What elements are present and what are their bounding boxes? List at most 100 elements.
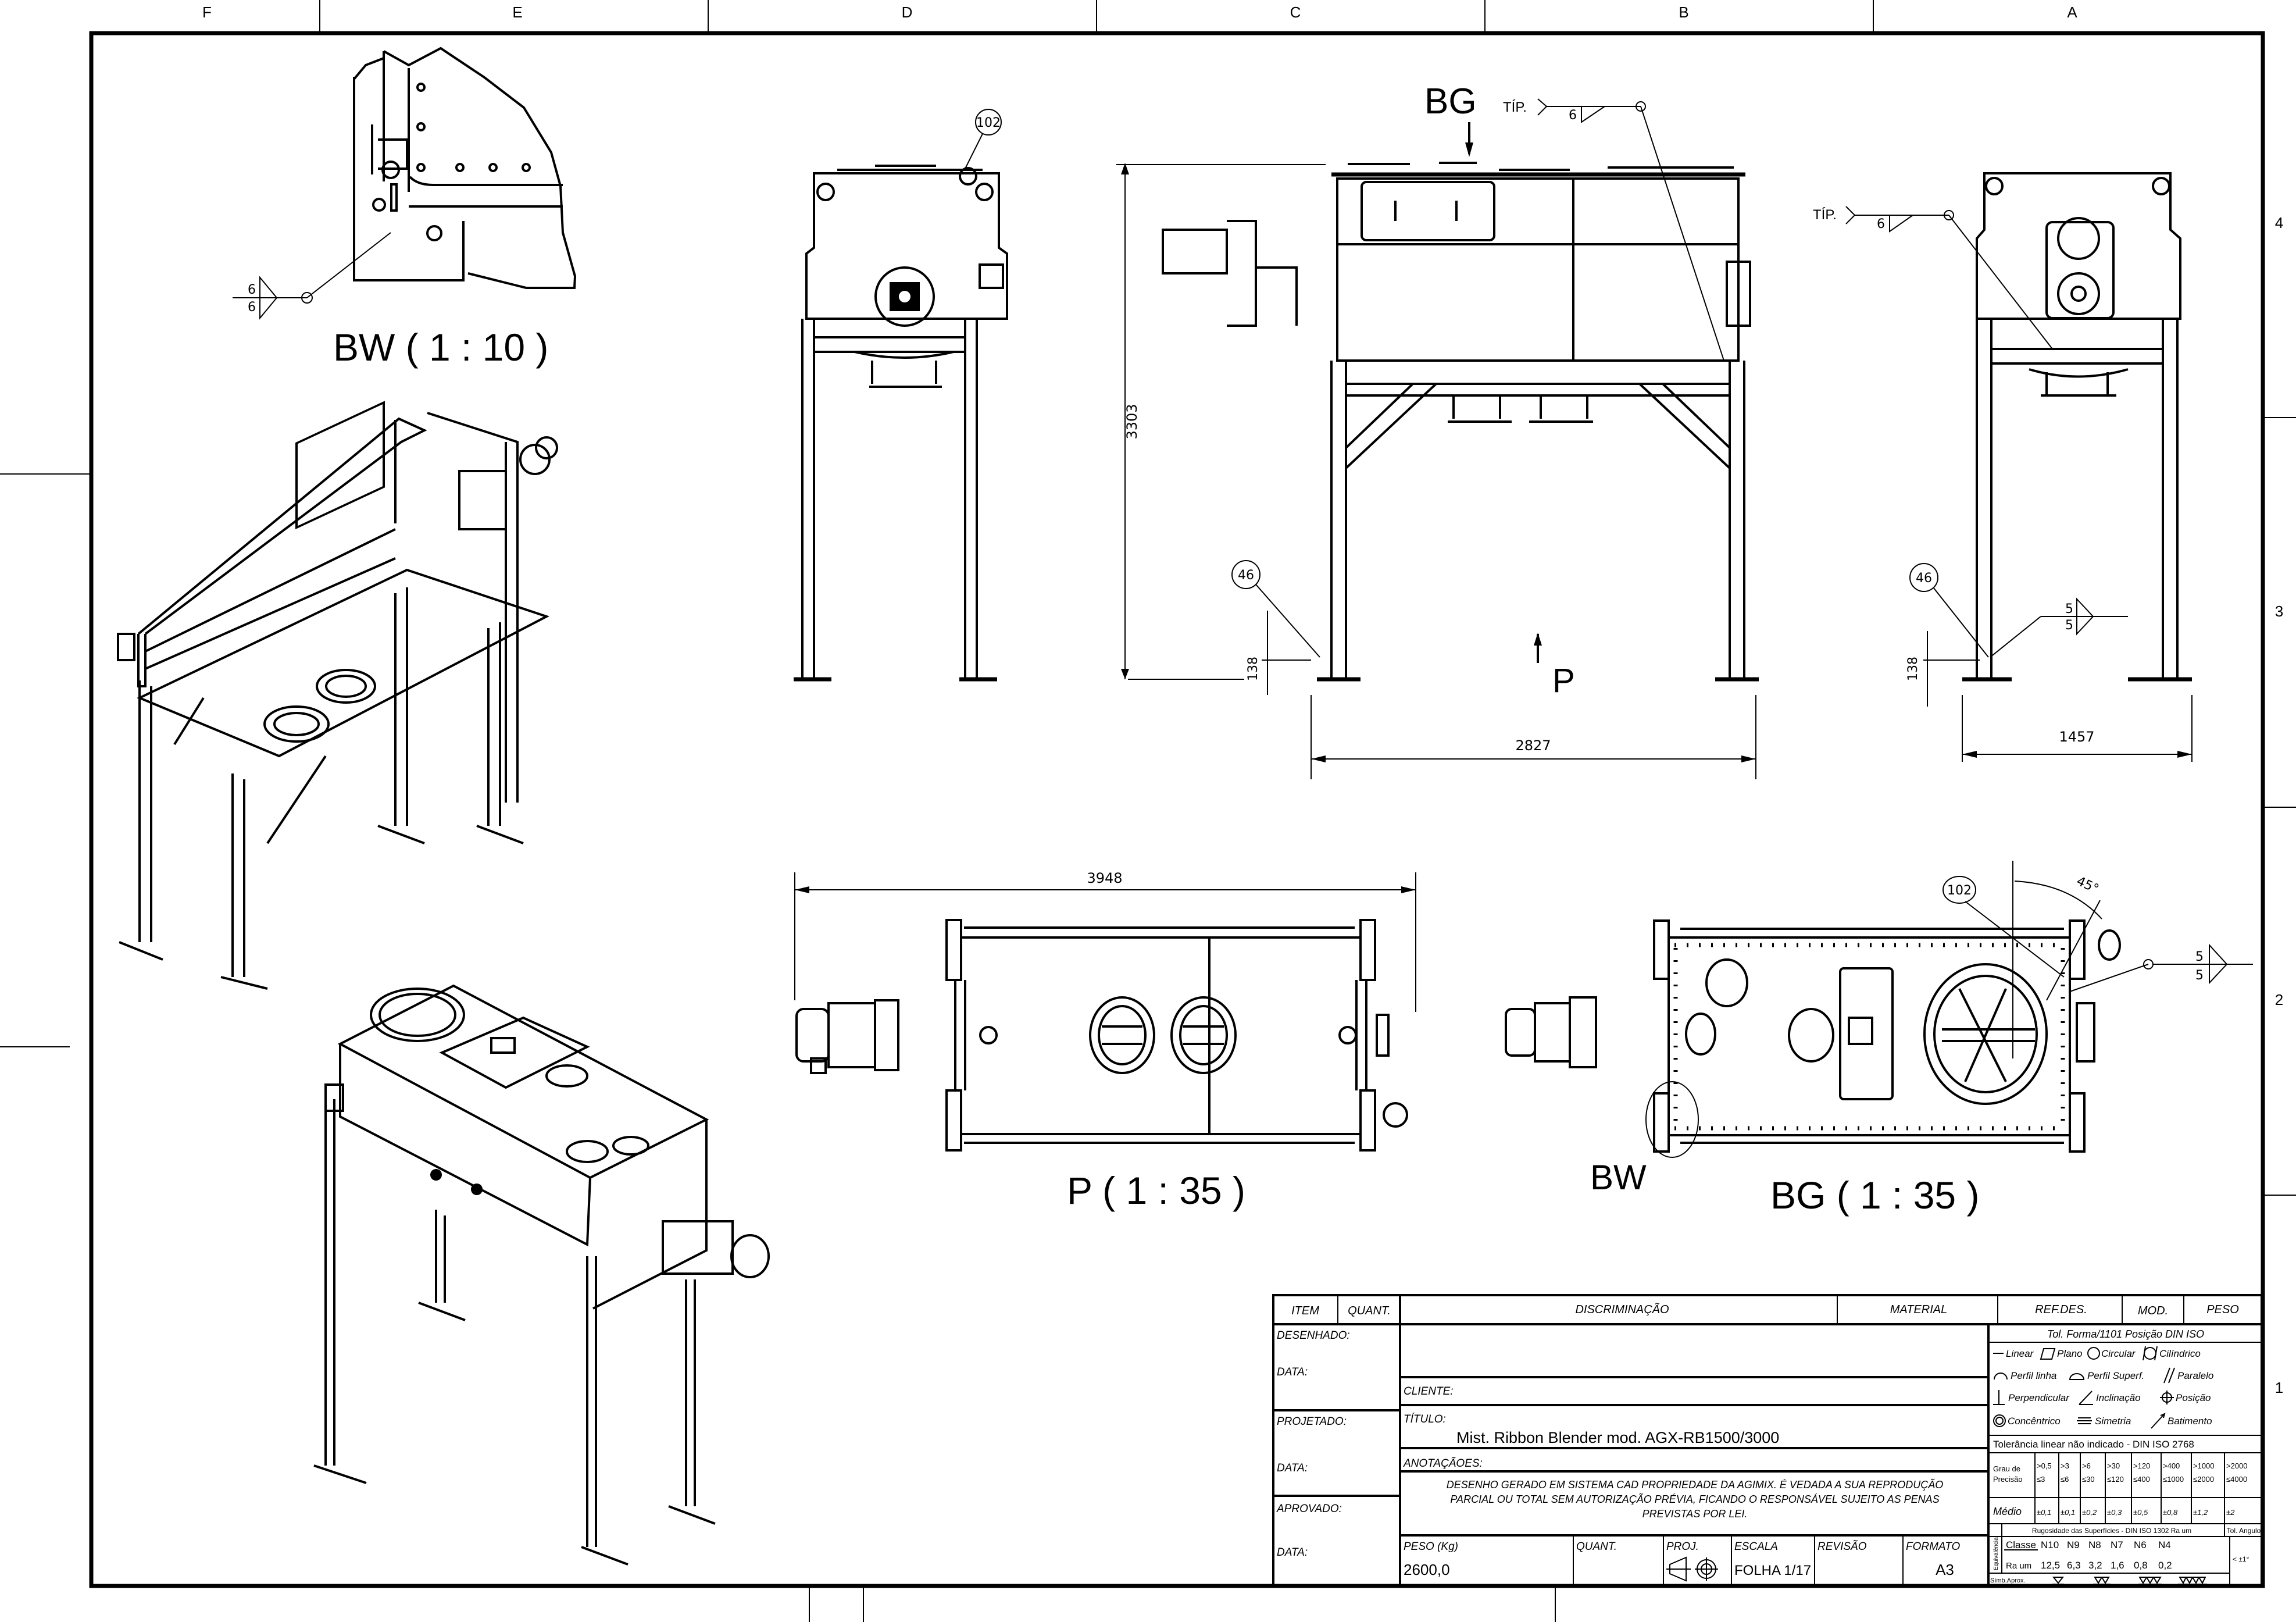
tol-sym-posicao: Posição [2176,1392,2211,1403]
front-width-dim: 2827 [1515,737,1551,754]
header-discriminacao: DISCRIMINAÇÃO [1575,1302,1669,1316]
classe-label: Classe [2006,1539,2036,1550]
right-weld-prefix: TÍP. [1813,207,1837,223]
precision-range-min: >1000 [2193,1461,2215,1470]
label-escala: ESCALA [1734,1541,1778,1553]
plan-view-bg: BW 102 45° 5 5 BG ( 1 : 35 ) [1505,861,2253,1217]
medio-value: ±0,3 [2107,1508,2122,1517]
isometric-view-bottom [117,401,558,990]
bg-detail-marker-bw: BW [1590,1158,1647,1197]
plan-view-p: 3948 P ( 1 : 35 ) [794,870,1416,1212]
plan-p-label: P ( 1 : 35 ) [1067,1169,1245,1212]
ra-label: Ra um [2006,1561,2031,1571]
precision-range-min: >30 [2107,1461,2120,1470]
zone-label-f: F [202,3,212,21]
zone-label-2: 2 [2275,991,2283,1008]
label-formato: FORMATO [1906,1541,1960,1553]
tol-sym-linear: Linear [2006,1348,2034,1359]
zone-label-b: B [1679,3,1688,21]
right-weld2-bottom: 5 [2065,618,2073,633]
medio-value: ±0,2 [2082,1508,2097,1517]
front-height-dim: 3303 [1124,404,1140,439]
precision-table: Grau de Precisão >0,5≤3>3≤6>6≤30>30≤120>… [1988,1453,2263,1524]
sheet-border [89,31,2265,1588]
bg-bolt-pattern [1673,943,2065,1131]
precision-range-max: ≤1000 [2163,1475,2184,1484]
precision-range-max: ≤4000 [2226,1475,2247,1484]
roughness-class: N10 [2041,1539,2059,1550]
precision-range-min: >0,5 [2037,1461,2052,1470]
roughness-ra-value: 12,5 [2041,1560,2060,1571]
equiv-label: Equivalência [1993,1537,1999,1570]
surface-symbols-icon [2052,1577,2207,1585]
zone-label-c: C [1290,3,1301,21]
tol-symbols-grid: Linear Plano Circular Cilíndrico Perfil … [1993,1346,2213,1429]
zone-label-d: D [902,3,913,21]
formato-value: A3 [1936,1561,1954,1578]
header-ref-des: REF.DES. [2035,1303,2087,1316]
medio-value: ±0,8 [2163,1508,2178,1517]
tol-sym-plano: Plano [2057,1348,2082,1359]
angle-title: Tol. Angulo [2227,1527,2261,1535]
bg-weld-top: 5 [2195,950,2204,964]
detail-view-bw: 6 6 BW ( 1 : 10 ) [233,47,577,369]
roughness-ra-value: 1,6 [2111,1560,2124,1571]
plan-bg-label: BG ( 1 : 35 ) [1770,1174,1979,1217]
header-quant: QUANT. [1348,1304,1391,1317]
front-balloon-46: 46 [1238,568,1254,583]
roughness-class: N9 [2067,1539,2080,1550]
right-weld-size: 6 [1877,217,1885,231]
zone-label-e: E [512,3,522,21]
bg-weld-bottom: 5 [2195,968,2204,983]
projection-symbol-icon [1666,1556,1718,1582]
perpendicular-icon [1993,1390,2005,1405]
tol-sym-circular: Circular [2101,1348,2136,1359]
precision-range-min: >120 [2133,1461,2150,1470]
tol-sym-simetria: Simetria [2095,1416,2131,1427]
label-cliente: CLIENTE: [1404,1385,1454,1398]
circular-icon [2087,1347,2100,1360]
angle-value: < ±1° [2233,1555,2249,1563]
tol-sym-inclinacao: Inclinação [2096,1392,2141,1403]
header-peso: PESO [2206,1303,2239,1316]
batimento-icon [2151,1413,2166,1429]
notice-line-3: PREVISTAS POR LEI. [1642,1508,1748,1520]
view-marker-p: P [1552,662,1575,700]
zone-label-4: 4 [2275,214,2283,231]
precision-range-min: >400 [2163,1461,2180,1470]
roughness-class: N8 [2088,1539,2101,1550]
view-marker-bg: BG [1424,81,1477,122]
plano-icon [2040,1348,2056,1360]
label-peso: PESO (Kg) [1404,1541,1458,1553]
side-view-left: 102 [794,109,1008,682]
right-width-dim: 1457 [2059,729,2094,745]
medio-value: ±0,1 [2061,1508,2075,1517]
tol-sym-batimento: Batimento [2168,1416,2212,1427]
label-quant: QUANT. [1576,1541,1617,1553]
right-weld2-top: 5 [2065,602,2073,616]
concentrico-icon [1993,1414,2006,1427]
perfil-linha-icon [1994,1373,2008,1380]
precision-label: Grau de Precisão [1993,1464,2023,1484]
front-weld-prefix: TÍP. [1503,99,1527,115]
roughness-class: N4 [2158,1539,2171,1550]
header-material: MATERIAL [1890,1303,1948,1316]
tol-sym-cilindrico: Cilíndrico [2159,1348,2201,1359]
tol-sym-paralelo: Paralelo [2177,1370,2213,1381]
bw-weld-bottom: 6 [248,300,256,315]
precision-range-max: ≤30 [2082,1475,2095,1484]
right-foot-dim: 138 [1906,657,1920,681]
header-mod: MOD. [2138,1304,2168,1317]
zone-label-3: 3 [2275,603,2283,620]
title-block: ITEM QUANT. DISCRIMINAÇÃO MATERIAL REF.D… [1272,1294,2263,1587]
tol-sym-perpendicular: Perpendicular [2008,1392,2070,1403]
medio-value: ±2 [2226,1508,2235,1517]
left-view-balloon-102: 102 [976,116,1001,130]
header-item: ITEM [1291,1304,1319,1317]
precision-range-max: ≤400 [2133,1475,2150,1484]
medio-value: ±1,2 [2193,1508,2208,1517]
roughness-title: Rugosidade das Superfícies - DIN ISO 130… [2032,1527,2191,1535]
label-projetado: PROJETADO: [1277,1416,1347,1428]
roughness-ra-value: 3,2 [2088,1560,2102,1571]
